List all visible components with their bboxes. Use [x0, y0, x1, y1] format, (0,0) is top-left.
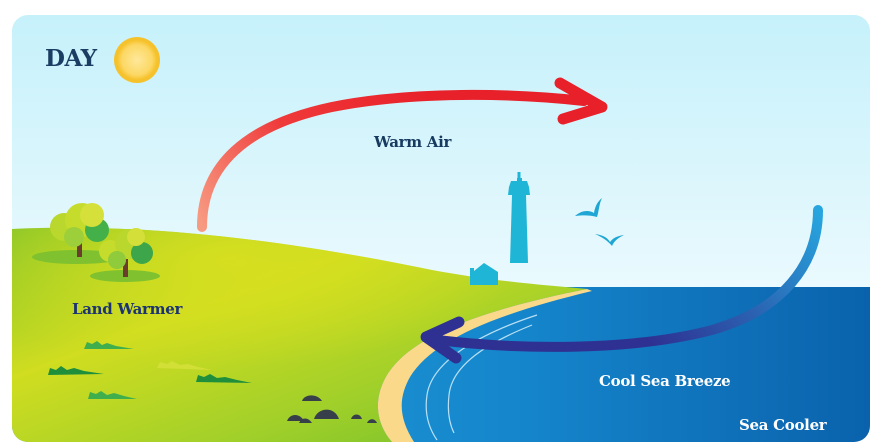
scene-illustration — [12, 37, 870, 442]
tree-icon — [32, 203, 122, 264]
bird-icon — [575, 198, 602, 217]
land-label: Land Warmer — [72, 300, 183, 318]
sea-label: Sea Cooler — [739, 416, 827, 434]
sea-breeze-label: Cool Sea Breeze — [599, 372, 731, 390]
wave-lines — [425, 314, 538, 441]
sun-icon — [114, 37, 160, 83]
diagram-panel: DAY Warm Air Land Warmer Cool Sea Breeze… — [12, 15, 870, 442]
rock-icon — [287, 395, 377, 423]
bird-icon — [595, 234, 624, 246]
warm-air-arrow — [197, 77, 608, 232]
lighthouse-icon — [508, 172, 530, 263]
sea-breeze-arrow — [420, 205, 823, 364]
land — [12, 227, 587, 442]
grass-tuft-icon — [48, 341, 252, 399]
diagram-title: DAY — [45, 45, 97, 72]
warm-air-label: Warm Air — [374, 133, 452, 151]
beach-sand — [377, 289, 592, 442]
house-icon — [470, 263, 498, 285]
tree-icon — [90, 228, 160, 282]
